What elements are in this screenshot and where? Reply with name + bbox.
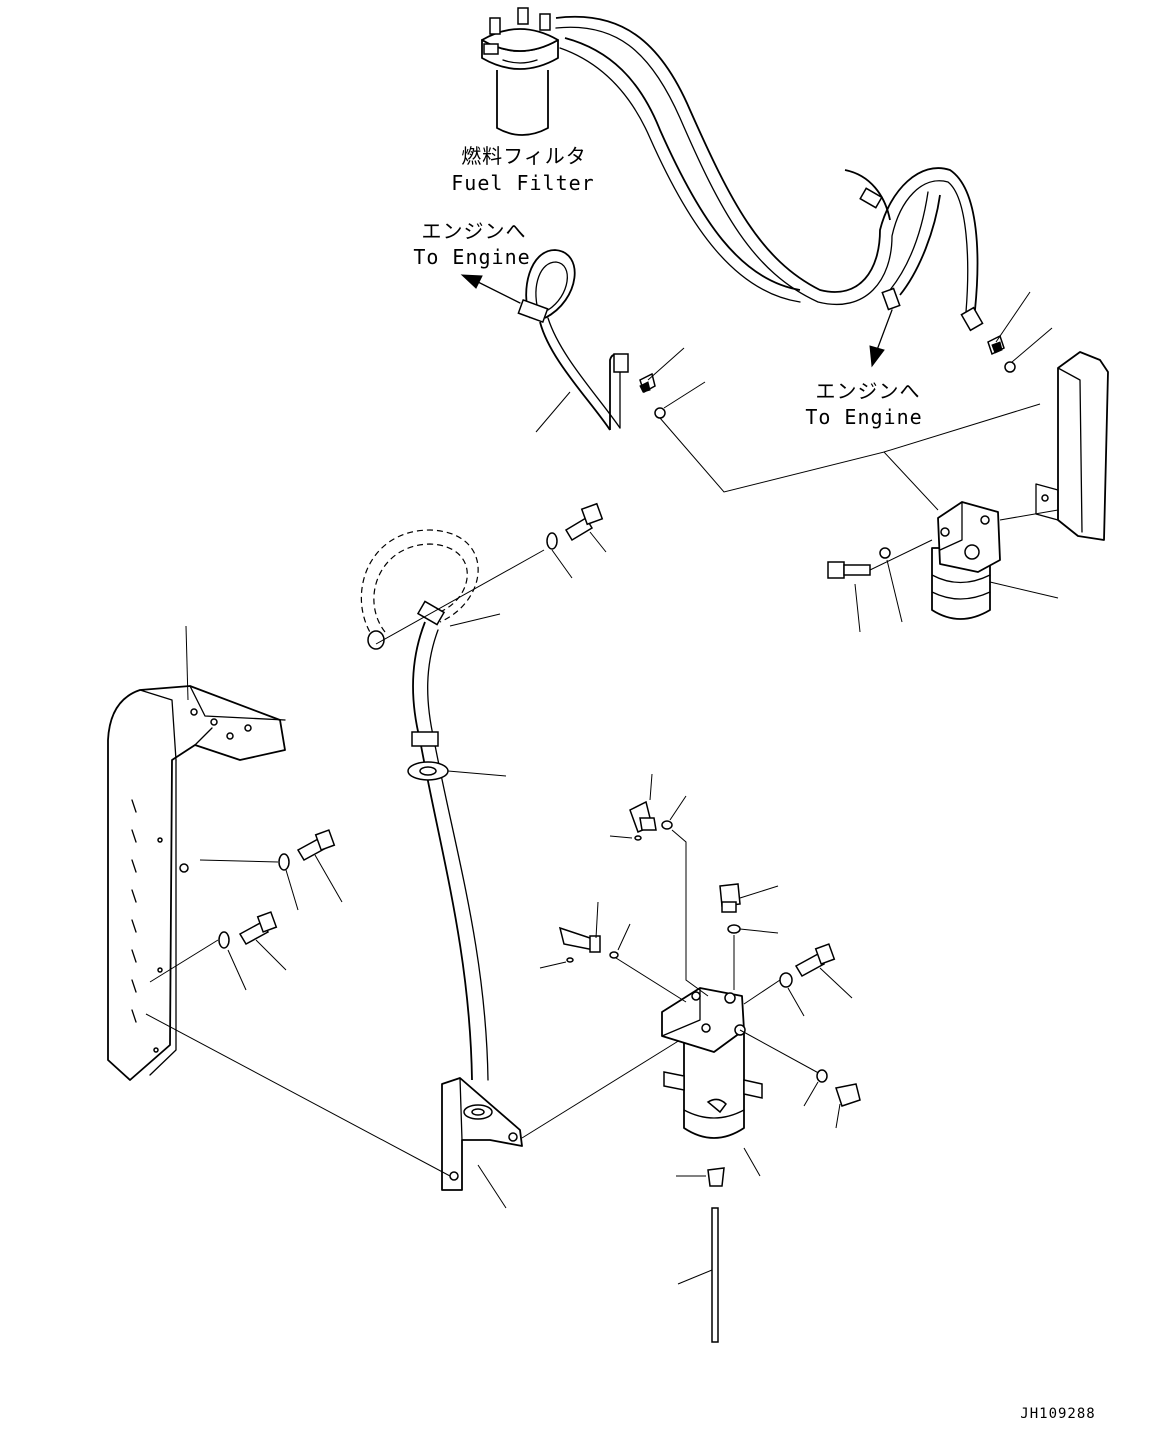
arrow-to-engine-1 bbox=[460, 274, 521, 304]
upper-right-water-separator bbox=[931, 501, 1059, 620]
frame-bolt-1 bbox=[199, 829, 343, 911]
drain-tube bbox=[677, 1207, 719, 1343]
lower-mounting-bracket bbox=[145, 1013, 681, 1209]
fuel-filter-label-en: Fuel Filter bbox=[451, 171, 595, 195]
to-engine-label-1-en: To Engine bbox=[413, 245, 531, 269]
upper-right-bolt bbox=[827, 539, 933, 633]
lower-water-separator bbox=[661, 987, 825, 1187]
arrow-to-engine-2 bbox=[869, 309, 893, 368]
middle-top-bolt bbox=[546, 502, 607, 579]
frame-bracket bbox=[107, 625, 286, 1081]
drawing-code: JH109288 bbox=[1020, 1406, 1096, 1422]
main-fuel-filter bbox=[481, 7, 559, 136]
upper-fuel-hoses bbox=[555, 15, 984, 332]
lower-fittings bbox=[539, 773, 861, 1129]
to-engine-label-2-en: To Engine bbox=[805, 405, 923, 429]
upper-right-fittings bbox=[987, 291, 1053, 373]
to-engine-hose-loop bbox=[517, 249, 706, 433]
fuel-filter-label-jp: 燃料フィルタ bbox=[461, 144, 587, 168]
frame-bolt-2 bbox=[149, 911, 287, 991]
middle-fuel-hose bbox=[360, 529, 545, 1081]
to-engine-label-2-jp: エンジンへ bbox=[815, 379, 921, 403]
upper-right-bracket bbox=[1035, 351, 1109, 541]
to-engine-label-1-jp: エンジンへ bbox=[421, 219, 527, 243]
